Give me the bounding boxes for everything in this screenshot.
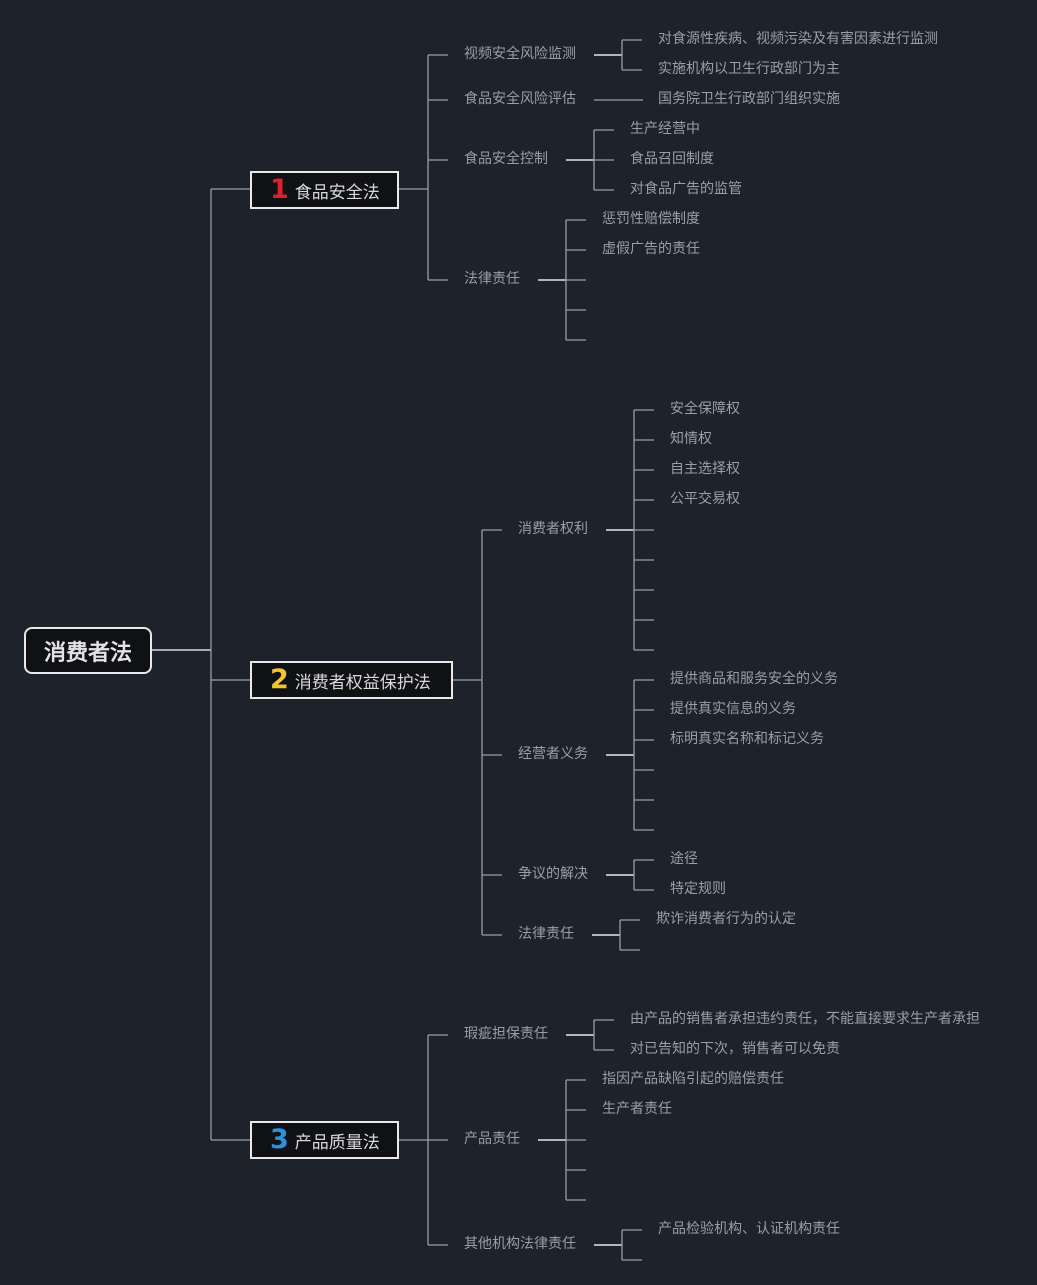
section-node-food-safety-law[interactable]: 1 食品安全法 <box>250 171 399 209</box>
leaf-label[interactable]: 指因产品缺陷引起的赔偿责任 <box>600 1071 786 1087</box>
branch-label[interactable]: 法律责任 <box>462 271 522 287</box>
section-number: 2 <box>270 664 289 695</box>
leaf-label[interactable]: 惩罚性赔偿制度 <box>600 211 702 227</box>
leaf-label[interactable]: 安全保障权 <box>668 401 742 417</box>
section-node-consumer-protection-law[interactable]: 2 消费者权益保护法 <box>250 661 453 699</box>
branch-label[interactable]: 其他机构法律责任 <box>462 1236 578 1252</box>
section-number: 3 <box>270 1124 289 1155</box>
branch-label[interactable]: 食品安全风险评估 <box>462 91 578 107</box>
leaf-label[interactable]: 国务院卫生行政部门组织实施 <box>656 91 842 107</box>
branch-label[interactable]: 视频安全风险监测 <box>462 46 578 62</box>
branch-label[interactable]: 经营者义务 <box>516 746 590 762</box>
leaf-label[interactable]: 自主选择权 <box>668 461 742 477</box>
leaf-label[interactable]: 公平交易权 <box>668 491 742 507</box>
section-title: 产品质量法 <box>294 1132 380 1153</box>
branch-label[interactable]: 法律责任 <box>516 926 576 942</box>
section-node-product-quality-law[interactable]: 3 产品质量法 <box>250 1121 399 1159</box>
section-number: 1 <box>270 174 289 205</box>
leaf-label[interactable]: 标明真实名称和标记义务 <box>668 731 826 747</box>
branch-label[interactable]: 争议的解决 <box>516 866 590 882</box>
section-title: 食品安全法 <box>294 182 380 203</box>
leaf-label[interactable]: 由产品的销售者承担违约责任，不能直接要求生产者承担 <box>628 1011 982 1027</box>
leaf-label[interactable]: 提供真实信息的义务 <box>668 701 798 717</box>
branch-label[interactable]: 消费者权利 <box>516 521 590 537</box>
leaf-label[interactable]: 途径 <box>668 851 700 867</box>
section-title: 消费者权益保护法 <box>294 672 431 693</box>
leaf-label[interactable]: 实施机构以卫生行政部门为主 <box>656 61 842 77</box>
leaf-label[interactable]: 对已告知的下次，销售者可以免责 <box>628 1041 842 1057</box>
leaf-label[interactable]: 特定规则 <box>668 881 728 897</box>
leaf-label[interactable]: 产品检验机构、认证机构责任 <box>656 1221 842 1237</box>
root-node[interactable]: 消费者法 <box>24 627 152 674</box>
branch-label[interactable]: 产品责任 <box>462 1131 522 1147</box>
leaf-label[interactable]: 生产经营中 <box>628 121 702 137</box>
leaf-label[interactable]: 食品召回制度 <box>628 151 716 167</box>
leaf-label[interactable]: 对食源性疾病、视频污染及有害因素进行监测 <box>656 31 940 47</box>
leaf-label[interactable]: 虚假广告的责任 <box>600 241 702 257</box>
leaf-label[interactable]: 欺诈消费者行为的认定 <box>654 911 798 927</box>
leaf-label[interactable]: 生产者责任 <box>600 1101 674 1117</box>
leaf-label[interactable]: 提供商品和服务安全的义务 <box>668 671 840 687</box>
leaf-label[interactable]: 对食品广告的监管 <box>628 181 744 197</box>
branch-label[interactable]: 食品安全控制 <box>462 151 550 167</box>
branch-label[interactable]: 瑕疵担保责任 <box>462 1026 550 1042</box>
leaf-label[interactable]: 知情权 <box>668 431 714 447</box>
